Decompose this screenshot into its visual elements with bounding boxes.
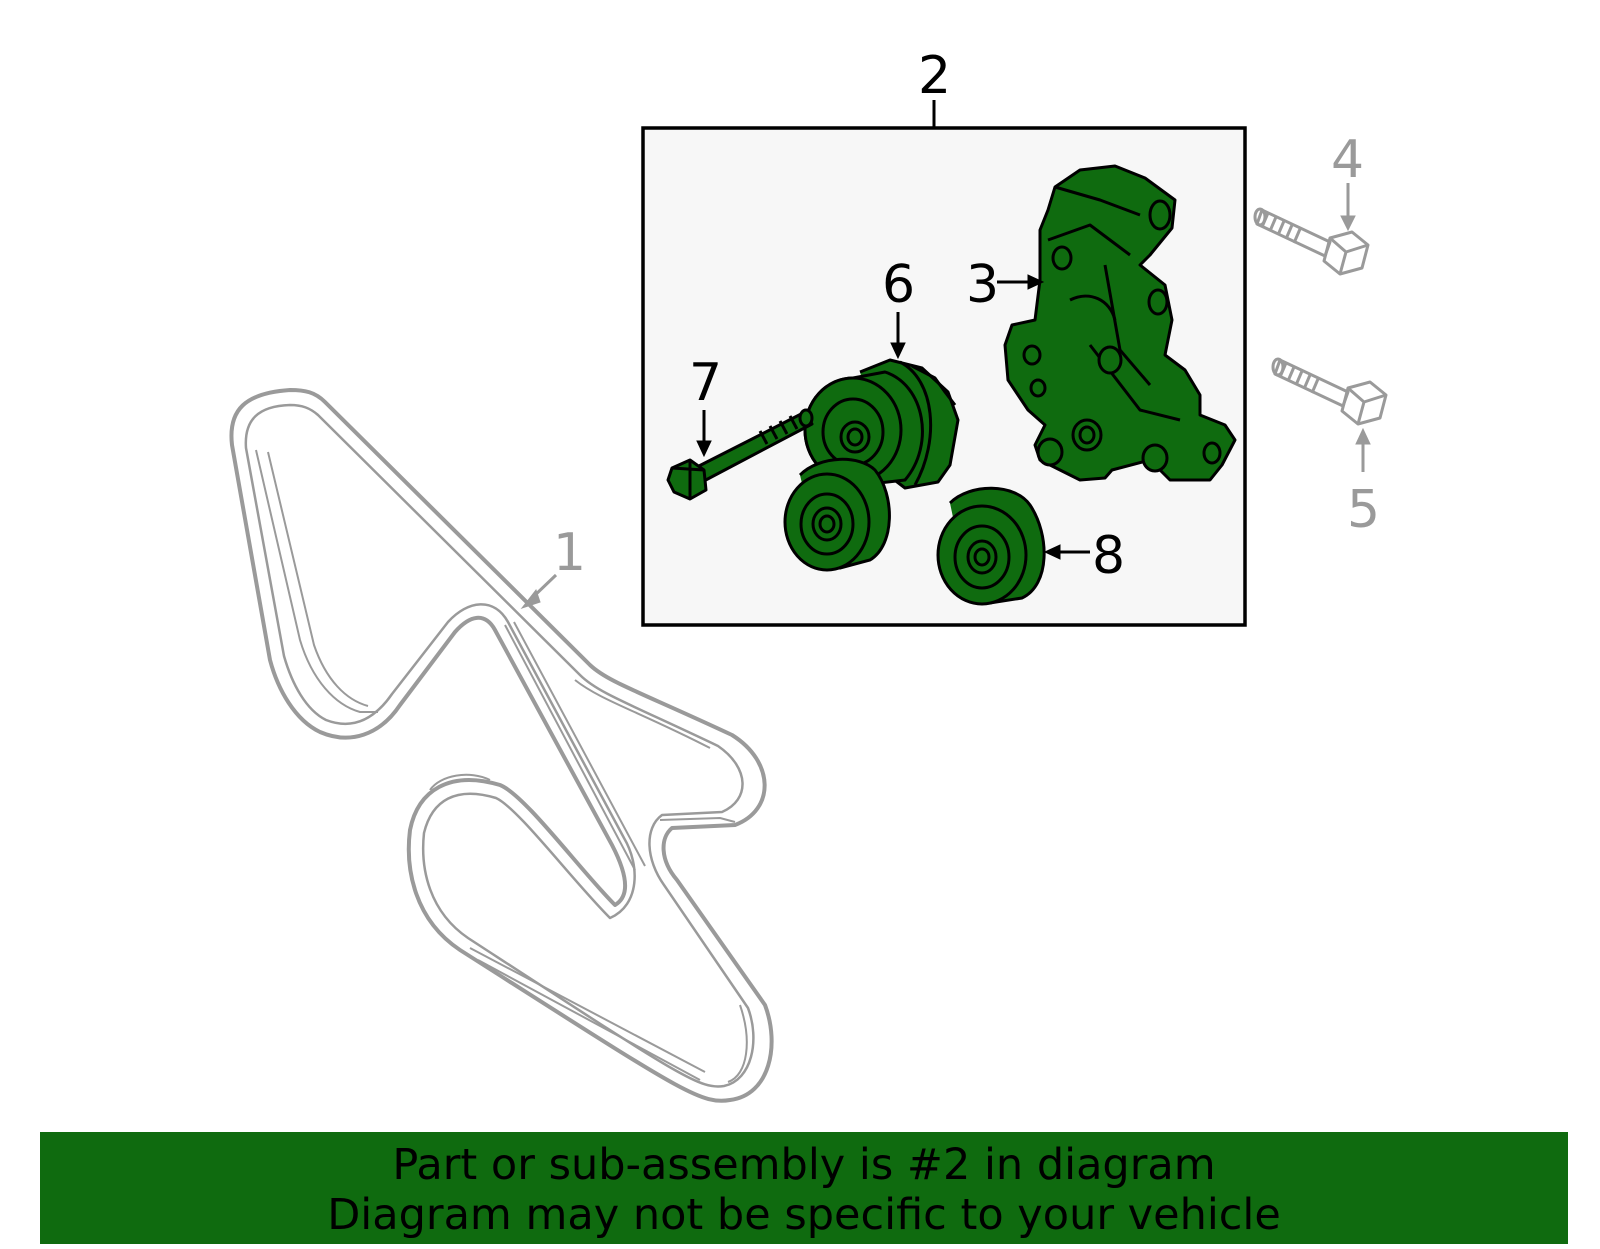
callout-8-leader bbox=[1043, 544, 1090, 560]
info-banner: Part or sub-assembly is #2 in diagram Di… bbox=[40, 1132, 1568, 1244]
pulley-bolt[interactable] bbox=[666, 408, 814, 501]
callout-2-label: 2 bbox=[918, 46, 951, 106]
idler-pulley[interactable] bbox=[936, 486, 1046, 606]
callout-1-label: 1 bbox=[553, 523, 586, 583]
callout-3-leader bbox=[997, 274, 1045, 290]
callout-4-leader bbox=[1340, 183, 1356, 232]
callout-3-label: 3 bbox=[966, 255, 999, 315]
callout-6-label: 6 bbox=[882, 255, 915, 315]
callout-1-leader bbox=[520, 573, 558, 609]
callout-4-label: 4 bbox=[1331, 130, 1364, 190]
serpentine-belt[interactable] bbox=[229, 388, 774, 1103]
bolt-part-5[interactable] bbox=[1271, 357, 1388, 426]
banner-line-1: Part or sub-assembly is #2 in diagram bbox=[392, 1140, 1216, 1190]
callout-8-label: 8 bbox=[1092, 526, 1125, 586]
callout-7-label: 7 bbox=[689, 353, 722, 413]
tensioner-bracket[interactable] bbox=[1003, 164, 1237, 482]
callout-5-leader bbox=[1355, 427, 1371, 472]
idler-pulley-upper[interactable] bbox=[783, 457, 891, 572]
callout-6-leader bbox=[890, 312, 906, 360]
tensioner-pulley[interactable] bbox=[803, 358, 960, 490]
callout-7-leader bbox=[696, 410, 712, 458]
callout-5-label: 5 bbox=[1347, 480, 1380, 540]
banner-line-2: Diagram may not be specific to your vehi… bbox=[327, 1190, 1281, 1240]
bolt-part-4[interactable] bbox=[1253, 207, 1370, 276]
